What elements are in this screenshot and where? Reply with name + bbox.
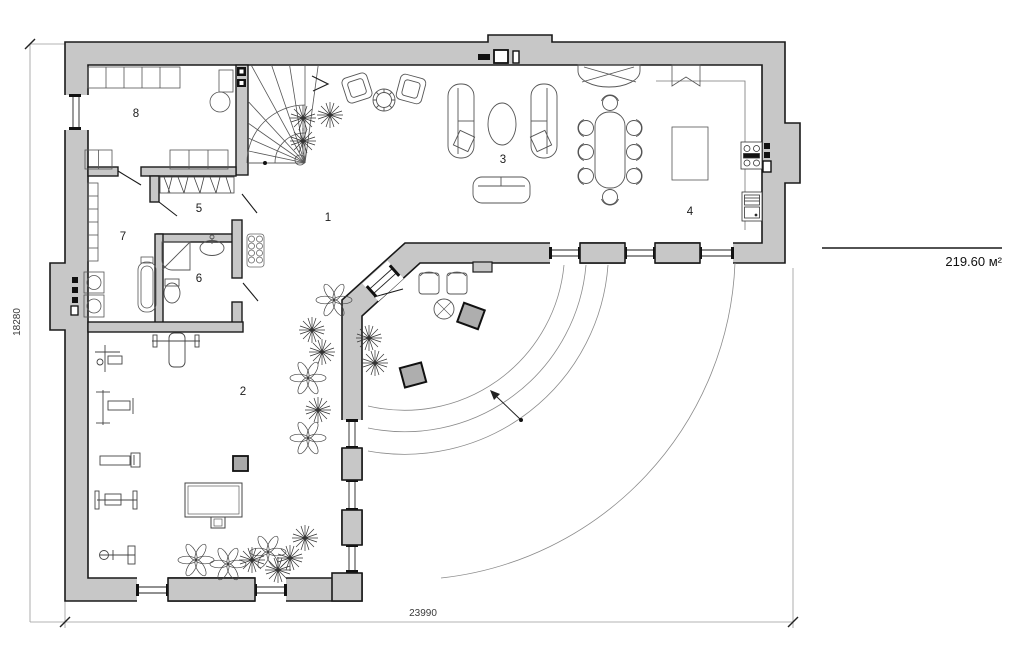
sink — [741, 191, 763, 222]
fridge — [671, 64, 701, 87]
room-labels: 1 2 3 4 5 6 7 8 — [120, 108, 694, 398]
terrace-door-leaf — [373, 288, 404, 298]
kitchen — [656, 64, 763, 230]
direction-arrow — [490, 390, 523, 422]
room-label-4: 4 — [687, 206, 694, 218]
outer-walls — [49, 34, 801, 602]
electric-panel-icons — [70, 49, 772, 316]
gym-table — [184, 482, 243, 529]
gym-equipment — [94, 332, 200, 565]
room7-furniture — [83, 182, 157, 318]
dimension-width-label: 23990 — [409, 608, 437, 619]
room-label-7: 7 — [120, 231, 126, 243]
terrace-arcs — [367, 262, 736, 579]
room8-furniture — [84, 66, 234, 170]
dimension-height-label: 18280 — [12, 308, 23, 336]
wall-notch — [472, 261, 493, 273]
piano — [577, 64, 641, 88]
room-label-6: 6 — [196, 273, 202, 285]
dimension-lines — [29, 43, 794, 628]
room6-fixtures — [161, 234, 225, 304]
living-room-furniture — [341, 72, 558, 204]
dimension-ticks — [24, 38, 799, 628]
windows-layer — [64, 94, 734, 602]
interior-walls — [87, 64, 249, 333]
room-label-8: 8 — [133, 108, 139, 120]
door-leaves — [117, 170, 259, 302]
radiator — [246, 233, 265, 268]
room-label-2: 2 — [240, 386, 246, 398]
gym-column — [232, 455, 249, 472]
area-label: 219.60 м² — [945, 254, 1002, 269]
dining-set — [577, 94, 643, 206]
area-callout: 219.60 м² — [822, 247, 1003, 269]
room-label-1: 1 — [325, 212, 331, 224]
wardrobe — [159, 176, 235, 194]
room-label-5: 5 — [196, 203, 202, 215]
room-label-3: 3 — [500, 154, 506, 166]
terrace — [367, 262, 736, 579]
stove — [740, 141, 763, 170]
